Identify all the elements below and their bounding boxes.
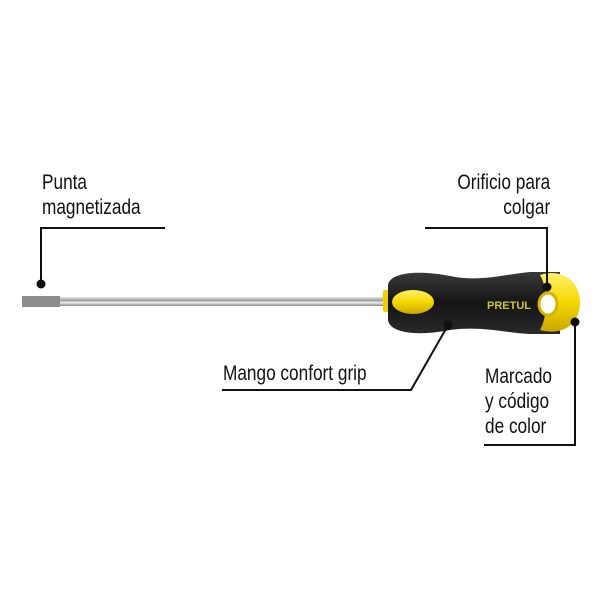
callout-dot-marking [570, 317, 580, 327]
brand-logo: PRETUL [487, 300, 531, 312]
callout-tip-line1: Punta [42, 171, 88, 194]
callout-lines [40, 227, 576, 446]
callout-marking-line2: y código [485, 390, 550, 413]
callout-dot-tip [36, 279, 46, 289]
callout-dot-grip [443, 320, 453, 330]
screwdriver-handle: PRETUL [383, 272, 580, 334]
callout-grip-line1: Mango confort grip [223, 362, 367, 385]
callout-marking: Marcado y código de color [485, 364, 552, 439]
callout-tip-line2: magnetizada [42, 196, 141, 219]
callout-marking-line1: Marcado [485, 365, 552, 388]
callout-hole-line1: Orificio para [457, 171, 550, 194]
callout-hole: Orificio para colgar [457, 170, 550, 220]
callout-grip: Mango confort grip [223, 361, 367, 386]
callout-tip: Punta magnetizada [42, 170, 141, 220]
callout-hole-line2: colgar [503, 196, 550, 219]
callout-marking-line3: de color [485, 415, 547, 438]
screwdriver-shaft [22, 296, 387, 307]
callout-dot-hole [542, 282, 552, 292]
